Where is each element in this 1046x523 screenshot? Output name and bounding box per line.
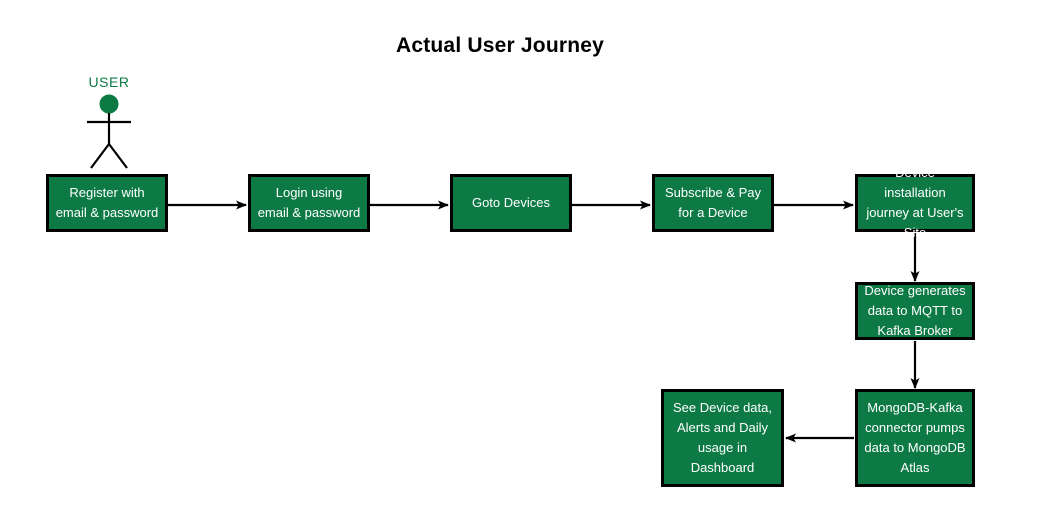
node-register[interactable]: Register with email & password <box>46 174 168 232</box>
page-title: Actual User Journey <box>395 34 605 57</box>
node-mongodb-kafka-connector[interactable]: MongoDB-Kafka connector pumps data to Mo… <box>855 389 975 487</box>
user-stick-figure-icon <box>87 94 131 169</box>
node-device-generates-data[interactable]: Device generates data to MQTT to Kafka B… <box>855 282 975 340</box>
node-device-installation[interactable]: Device installation journey at User's Si… <box>855 165 975 240</box>
actor-label: USER <box>88 74 130 90</box>
node-dashboard[interactable]: See Device data, Alerts and Daily usage … <box>661 389 784 487</box>
node-subscribe-pay[interactable]: Subscribe & Pay for a Device <box>652 174 774 232</box>
node-goto-devices[interactable]: Goto Devices <box>450 174 572 232</box>
node-login[interactable]: Login using email & password <box>248 174 370 232</box>
actor-user: USER <box>74 74 144 170</box>
